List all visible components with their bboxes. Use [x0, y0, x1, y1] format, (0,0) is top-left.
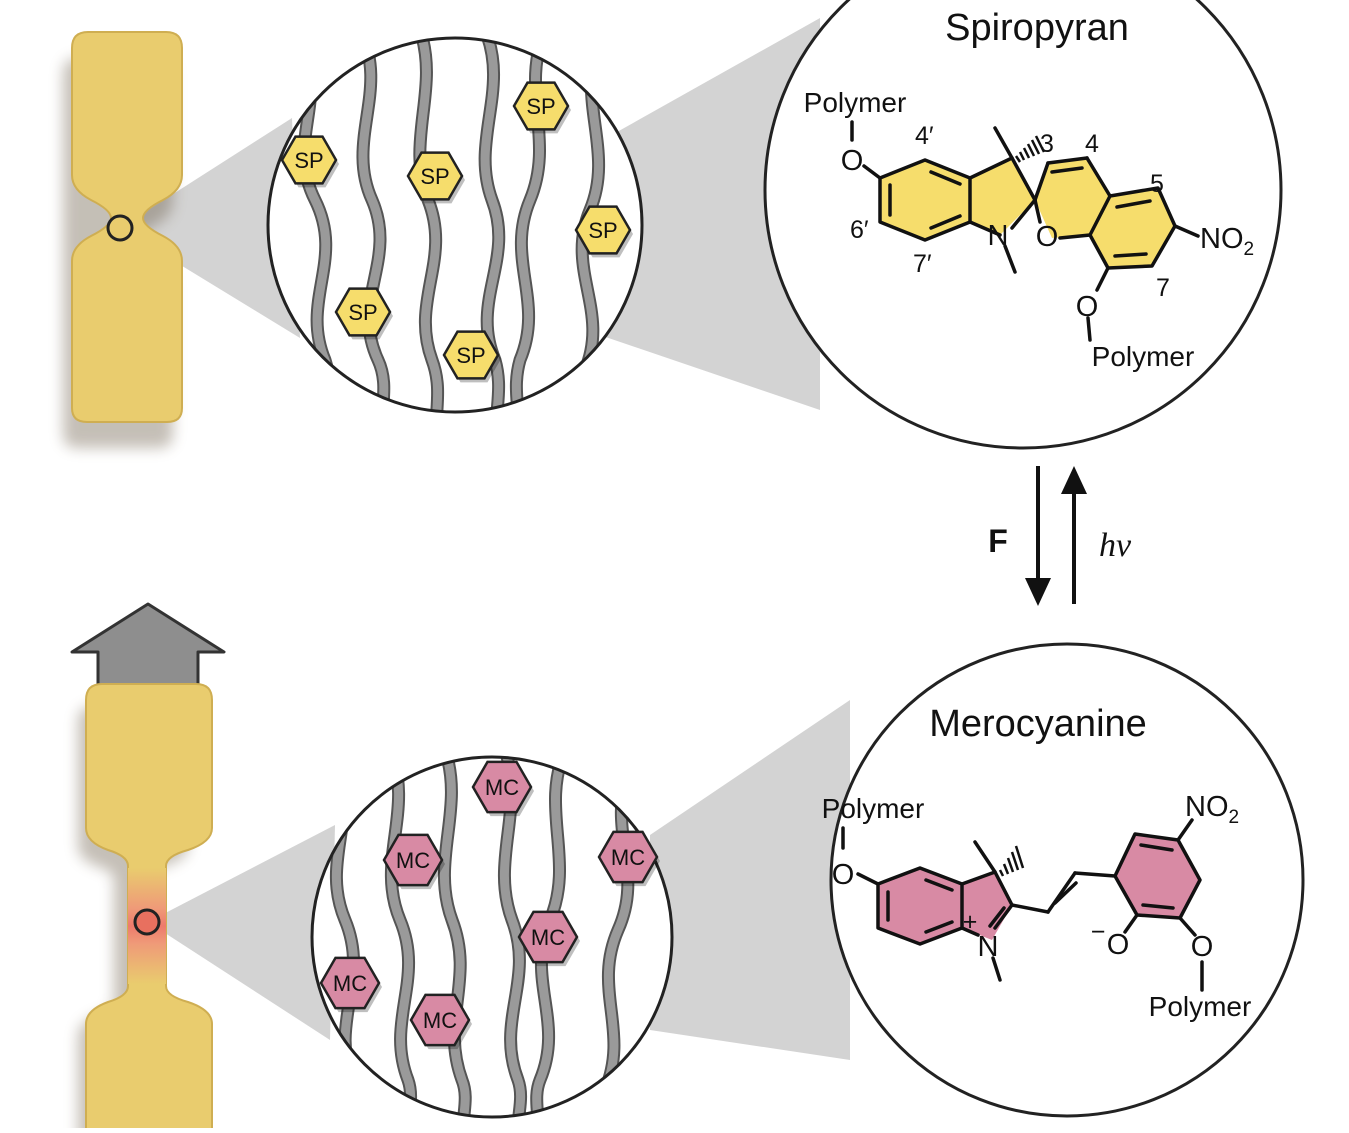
mc-unit-1: MC — [471, 760, 534, 817]
mc-unit-3-label: MC — [611, 845, 645, 870]
zoom-cone-bottom-small — [148, 825, 335, 1040]
mc-polymer-top: Polymer — [822, 793, 925, 824]
mc-minus-charge: − — [1091, 918, 1106, 946]
mc-unit-6: MC — [409, 993, 472, 1050]
locant-5: 5 — [1150, 170, 1164, 198]
mc-polymer-bottom: Polymer — [1149, 991, 1252, 1022]
zoom-cone-top-large — [585, 18, 820, 410]
mc-plus-charge: + — [963, 908, 978, 936]
mc-unit-6-label: MC — [423, 1008, 457, 1033]
light-label: hν — [1099, 527, 1132, 564]
chain-view-bottom: MC MC MC MC MC MC — [310, 755, 674, 1119]
sp-polymer-bottom: Polymer — [1092, 341, 1195, 372]
sp-unit-5: SP — [334, 287, 393, 340]
chain-view-top: SP SP SP SP SP SP — [266, 36, 644, 414]
locant-6prime: 6′ — [850, 216, 869, 244]
sample-strained — [70, 602, 226, 1133]
mc-nitrogen: N — [978, 931, 999, 963]
mc-nitro-group: NO2 — [1185, 791, 1239, 828]
equilibrium-arrows: F hν — [988, 466, 1132, 606]
spiropyran-panel: Spiropyran — [763, 0, 1283, 450]
sp-unit-6-label: SP — [456, 343, 485, 368]
sp-polymer-top: Polymer — [804, 87, 907, 118]
mc-oxygen-bottom: O — [1191, 931, 1214, 963]
sp-oxygen-ring: O — [1036, 221, 1059, 253]
mc-unit-2-label: MC — [396, 848, 430, 873]
mc-unit-4: MC — [517, 910, 580, 967]
sp-unit-1: SP — [280, 135, 339, 188]
locant-7prime: 7′ — [913, 250, 932, 278]
sp-unit-4: SP — [574, 205, 633, 258]
mc-oxygen-phenolate: O — [1107, 929, 1130, 961]
mc-unit-2: MC — [382, 833, 445, 890]
sp-unit-4-label: SP — [588, 218, 617, 243]
locant-4: 4 — [1085, 130, 1099, 158]
force-label: F — [988, 523, 1008, 559]
sp-unit-3-label: SP — [526, 94, 555, 119]
sp-nitrogen: N — [988, 220, 1009, 252]
sp-oxygen-bottom: O — [1076, 291, 1099, 323]
sp-nitro-group: NO2 — [1200, 223, 1254, 260]
sp-oxygen-top: O — [841, 145, 864, 177]
zoom-cone-top-small — [120, 118, 300, 338]
zoom-spot-top — [106, 214, 134, 242]
mc-unit-3: MC — [597, 830, 660, 887]
locant-4prime: 4′ — [915, 122, 934, 150]
mc-unit-5-label: MC — [333, 971, 367, 996]
sp-unit-2: SP — [406, 151, 465, 204]
spiropyran-title: Spiropyran — [945, 7, 1129, 49]
merocyanine-panel: Merocyanine — [822, 642, 1305, 1118]
sp-unit-1-label: SP — [294, 148, 323, 173]
sp-unit-5-label: SP — [348, 300, 377, 325]
stress-arrow — [70, 602, 226, 692]
merocyanine-title: Merocyanine — [929, 703, 1147, 745]
zoom-spot-bottom — [133, 908, 161, 936]
sp-unit-2-label: SP — [420, 164, 449, 189]
locant-3: 3 — [1040, 130, 1054, 158]
sp-unit-6: SP — [442, 330, 501, 383]
zoom-cone-bottom-large — [650, 700, 850, 1060]
spiropyran-units: SP SP SP SP SP SP — [280, 81, 633, 383]
mc-unit-1-label: MC — [485, 775, 519, 800]
locant-7: 7 — [1156, 274, 1170, 302]
mc-unit-5: MC — [319, 956, 382, 1013]
mc-unit-4-label: MC — [531, 925, 565, 950]
sp-unit-3: SP — [512, 81, 571, 134]
sample-unstrained — [63, 31, 183, 448]
mc-oxygen-top: O — [832, 859, 855, 891]
merocyanine-units: MC MC MC MC MC MC — [319, 760, 660, 1050]
